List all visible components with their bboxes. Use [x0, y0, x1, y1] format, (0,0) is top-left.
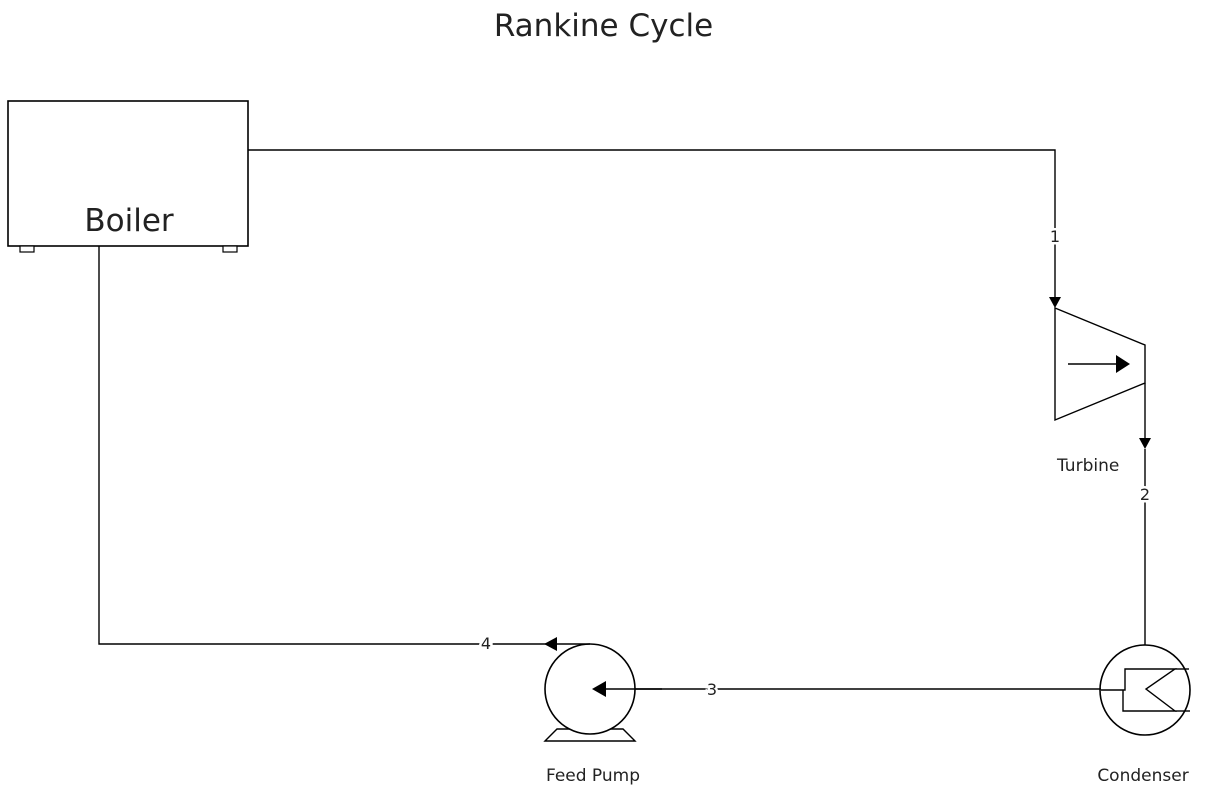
state-point-1: 1	[1050, 227, 1060, 246]
boiler: Boiler	[7, 100, 249, 253]
line-boiler-to-turbine	[248, 149, 1061, 308]
line-turbine-to-condenser	[1139, 383, 1151, 645]
feed-pump-label: Feed Pump	[546, 766, 640, 786]
condenser-label: Condenser	[1097, 766, 1188, 786]
condenser	[1099, 644, 1191, 736]
line-pump-to-boiler	[98, 246, 557, 651]
state-point-2: 2	[1140, 485, 1150, 504]
state-point-3: 3	[707, 680, 717, 699]
turbine	[1054, 306, 1146, 422]
diagram-title: Rankine Cycle	[493, 8, 714, 44]
line-condenser-to-pump	[592, 681, 1101, 697]
feed-pump	[543, 643, 662, 742]
turbine-label: Turbine	[1056, 456, 1119, 476]
boiler-label: Boiler	[84, 203, 174, 239]
state-point-4: 4	[481, 634, 491, 653]
